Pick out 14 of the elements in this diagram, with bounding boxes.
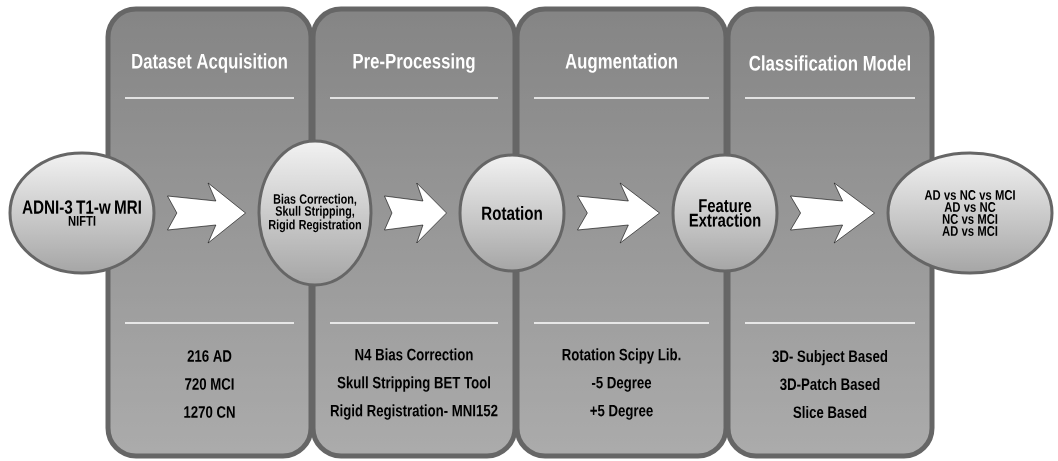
ellipse-node: ADNI-3 T1-w MRI NIFTI <box>8 151 156 275</box>
block-arrow <box>790 182 875 244</box>
panel-heading: Pre-Processing <box>353 53 475 73</box>
panel-text: 216 AD 720 MCI 1270 CN <box>184 350 235 418</box>
panel-text: Rotation Scipy Lib. -5 Degree +5 Degree <box>562 348 681 420</box>
panel-heading: Dataset Acquisition <box>132 53 287 73</box>
ellipse-node: AD vs NC vs MCI AD vs NC NC vs MCI AD vs MCI <box>886 151 1054 275</box>
block-arrow <box>577 182 660 244</box>
block-arrow <box>167 182 246 244</box>
panel-heading: Augmentation <box>565 53 677 73</box>
panel-text: 3D- Subject Based 3D-Patch Based Slice Based <box>772 349 888 419</box>
block-arrow <box>384 182 447 244</box>
panel-heading: Classification Model <box>749 55 910 71</box>
panel-text: N4 Bias Correction Skull Stripping BET Tool Rigid Registration- MNI152 <box>330 348 498 420</box>
